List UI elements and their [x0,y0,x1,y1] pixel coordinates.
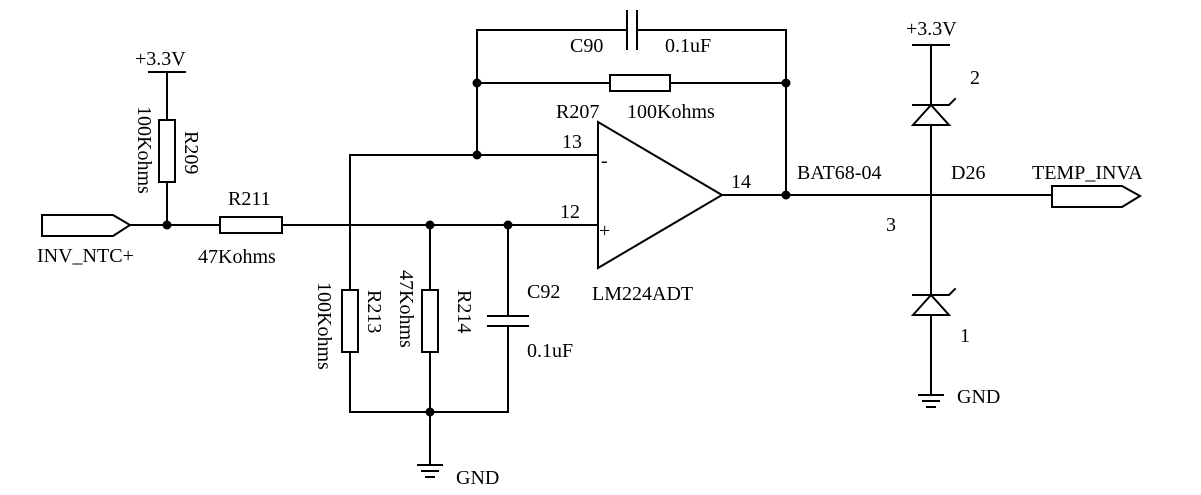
diode-upper-symbol [910,97,957,126]
r214-value-label: 47Kohms [395,270,417,348]
r209-body [158,119,176,183]
r214-body [421,289,439,353]
r213-value-label: 100Kohms [313,282,335,370]
c90-ref-label: C90 [570,35,603,57]
r207-ref-label: R207 [556,101,599,123]
d26-part-label: BAT68-04 [797,162,881,184]
c90-symbol [626,10,638,50]
c90-value-label: 0.1uF [665,35,711,57]
junctions [162,78,791,417]
r207-value-label: 100Kohms [627,101,715,123]
diode-lower-symbol [910,287,957,316]
opamp-pin-12-label: 12 [560,201,580,223]
c92-value-label: 0.1uF [527,340,573,362]
r207-body [609,74,671,92]
opamp-minus-sign: - [601,150,608,172]
r213-body [341,289,359,353]
r214-ref-label: R214 [453,290,475,333]
r209-value-label: 100Kohms [133,106,155,194]
r211-value-label: 47Kohms [198,246,276,268]
d26-pin-3-label: 3 [886,214,896,236]
input-port-symbol [41,214,132,237]
r211-body [219,216,283,234]
opamp-plus-sign: + [599,220,610,242]
c92-ref-label: C92 [527,281,560,303]
vcc-left-label: +3.3V [135,48,186,70]
opamp-part-label: LM224ADT [592,283,693,305]
gnd-opamp-label: GND [456,467,499,489]
c92-symbol [487,315,529,327]
gnd-diode-label: GND [957,386,1000,408]
output-port-symbol [1051,185,1142,208]
r209-ref-label: R209 [180,131,202,174]
d26-ref-label: D26 [951,162,985,184]
vcc-right-label: +3.3V [906,18,957,40]
d26-pin-1-label: 1 [960,325,970,347]
r211-ref-label: R211 [228,188,271,210]
ground-symbol-diode [918,394,944,408]
r213-ref-label: R213 [363,290,385,333]
d26-pin-2-label: 2 [970,67,980,89]
opamp-pin-13-label: 13 [562,131,582,153]
opamp-symbol [597,120,724,270]
opamp-pin-14-label: 14 [731,171,751,193]
ground-symbol-opamp [417,464,443,478]
input-port-label: INV_NTC+ [37,245,134,267]
output-port-label: TEMP_INVA [1032,162,1143,184]
